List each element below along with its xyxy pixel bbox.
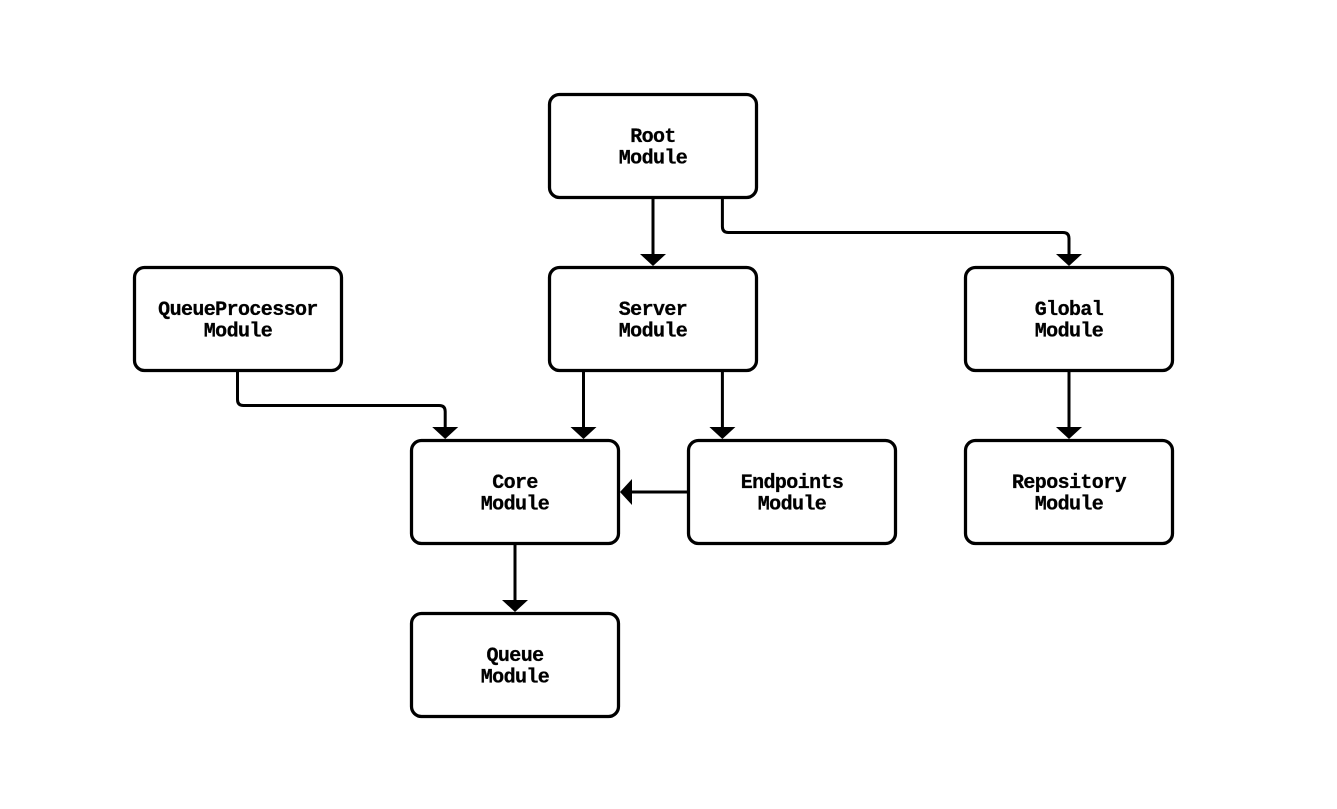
svg-text:Global: Global [1035, 299, 1104, 322]
svg-text:Module: Module [481, 494, 550, 517]
svg-text:Core: Core [492, 472, 538, 495]
svg-text:QueueProcessor: QueueProcessor [158, 299, 318, 322]
svg-text:Root: Root [630, 126, 676, 149]
svg-text:Server: Server [619, 299, 687, 322]
svg-text:Module: Module [619, 321, 688, 344]
svg-text:Module: Module [1035, 321, 1104, 344]
svg-text:Endpoints: Endpoints [741, 472, 844, 495]
svg-text:Module: Module [204, 321, 273, 344]
svg-text:Module: Module [1035, 494, 1104, 517]
svg-text:Repository: Repository [1012, 472, 1127, 495]
svg-text:Module: Module [619, 148, 688, 171]
svg-text:Module: Module [481, 667, 550, 690]
svg-text:Module: Module [758, 494, 827, 517]
svg-text:Queue: Queue [486, 645, 544, 668]
